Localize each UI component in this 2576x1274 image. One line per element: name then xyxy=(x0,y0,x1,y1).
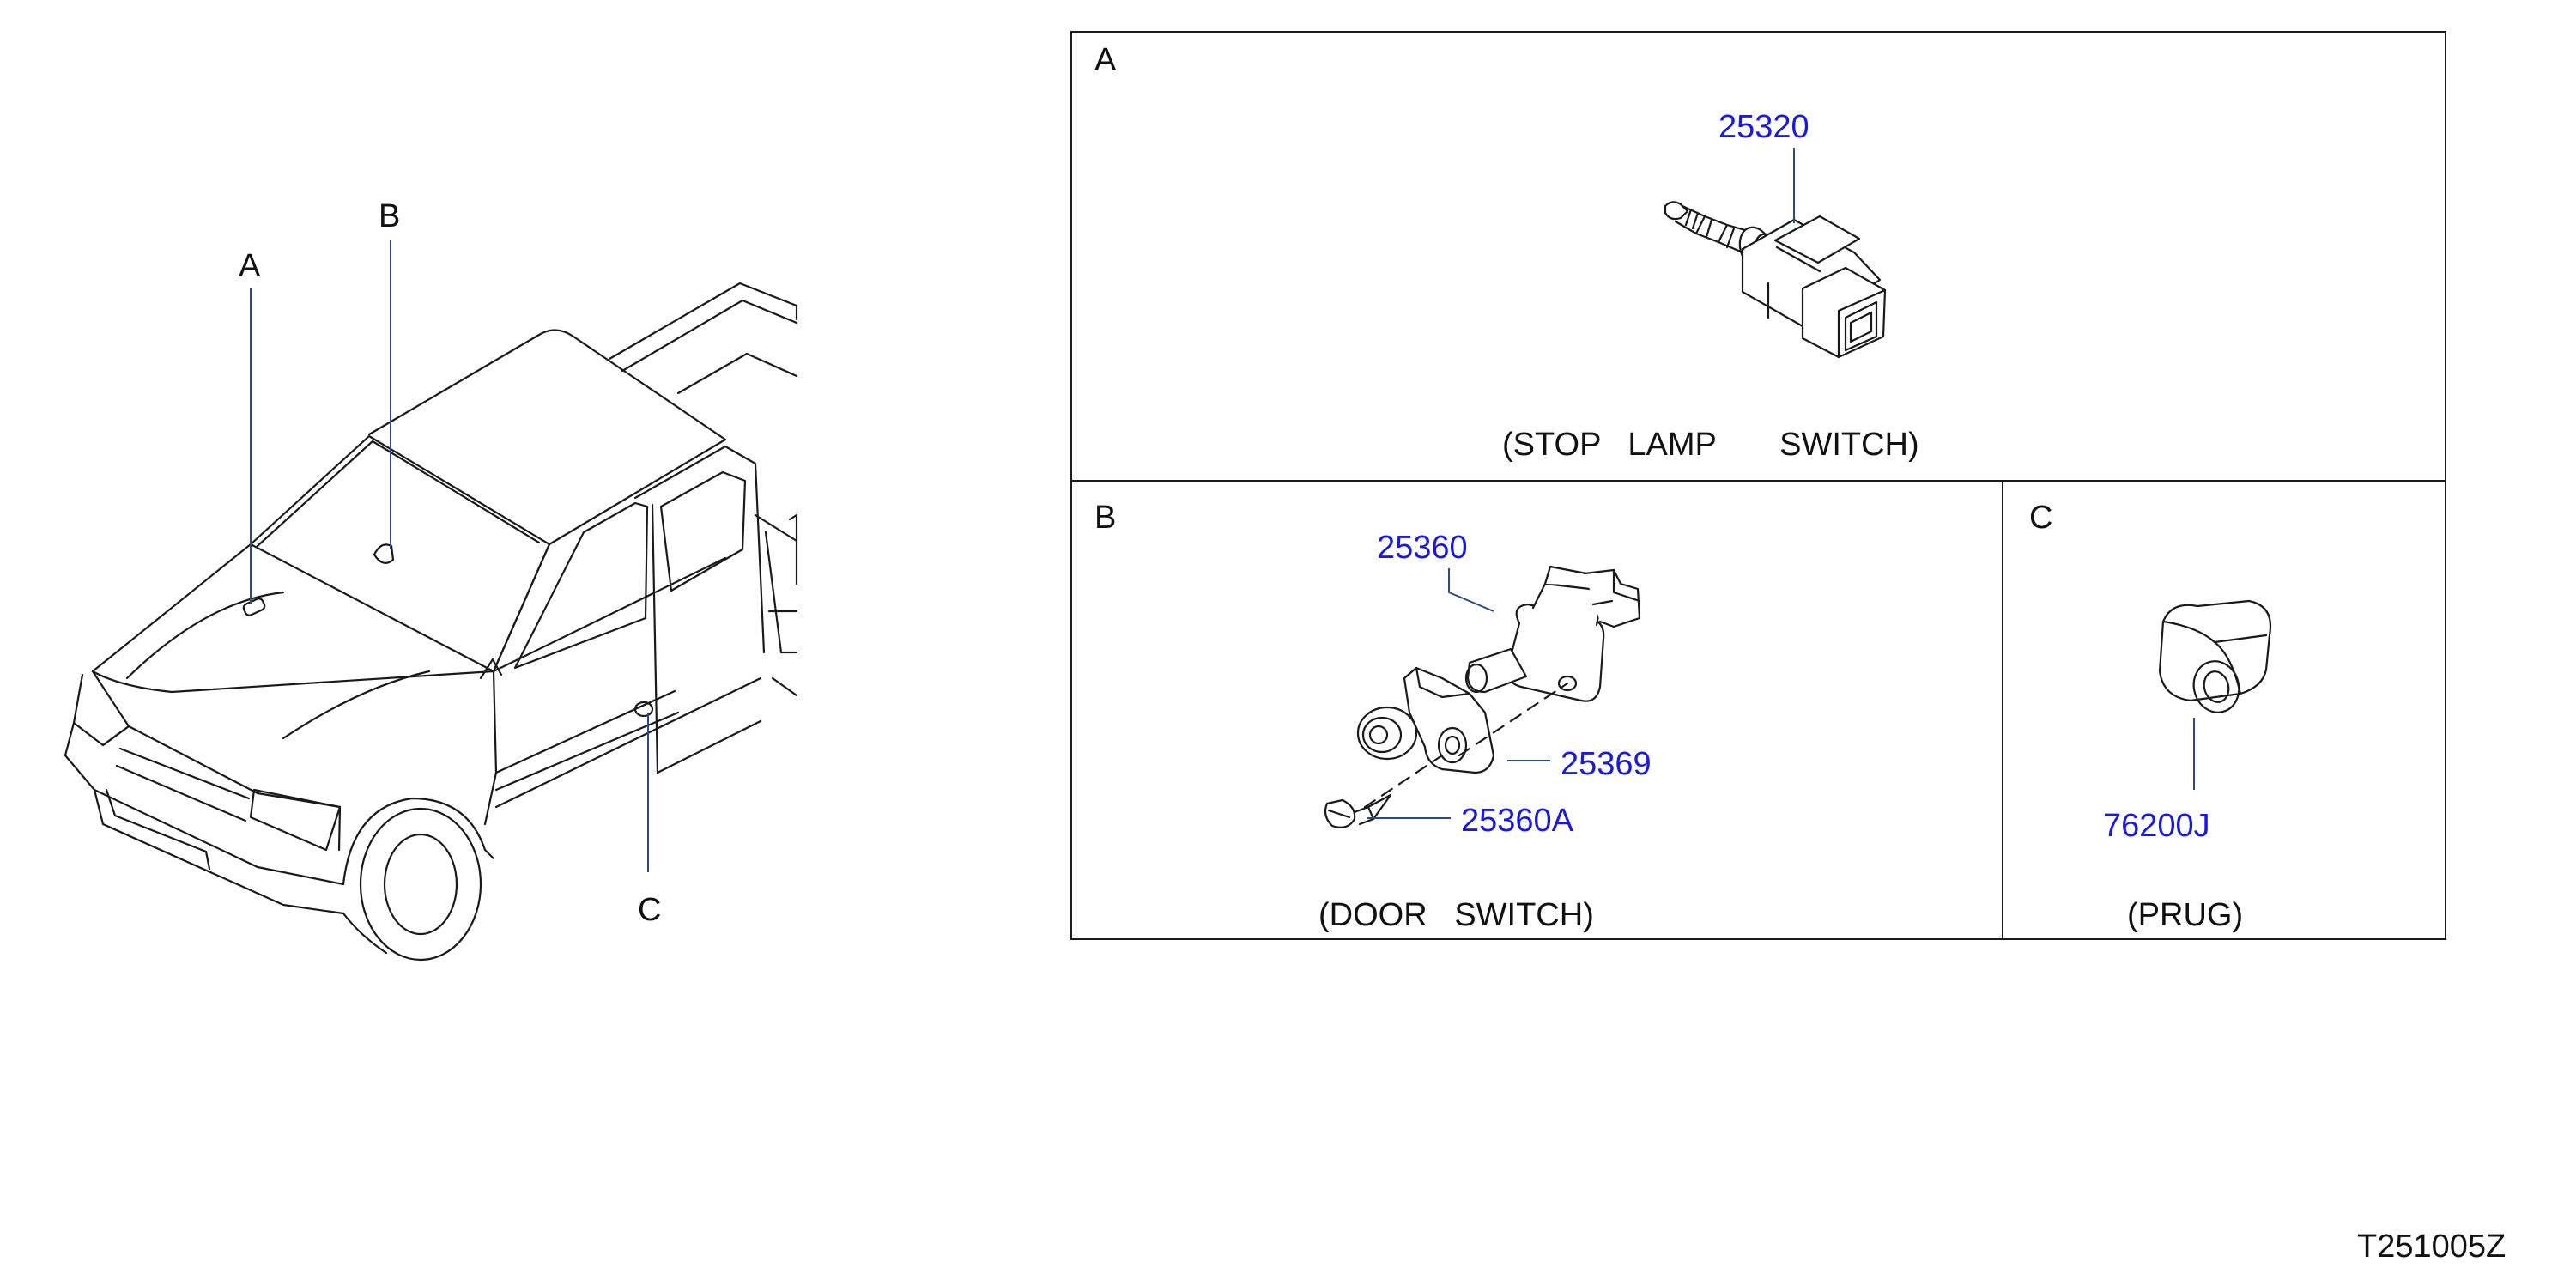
panel-b-frame xyxy=(1070,480,2003,940)
callout-b-label: B xyxy=(379,198,400,234)
panel-b-letter: B xyxy=(1094,500,1116,536)
stop-lamp-switch-illustration xyxy=(1664,201,1887,359)
panel-a-caption: (STOP LAMP SWITCH) xyxy=(1502,427,1919,463)
part-number-25360[interactable]: 25360 xyxy=(1377,530,1468,566)
part-25360-leader xyxy=(1448,568,1494,612)
panel-c-letter: C xyxy=(2029,500,2052,536)
panel-a-letter: A xyxy=(1094,42,1117,78)
part-number-25360a[interactable]: 25360A xyxy=(1461,803,1574,839)
panel-c-caption: (PRUG) xyxy=(2127,897,2243,933)
door-switch-illustration xyxy=(1324,565,1641,828)
callout-a-label: A xyxy=(239,248,261,284)
part-number-25320[interactable]: 25320 xyxy=(1718,109,1809,145)
figure-code: T251005Z xyxy=(2357,1228,2506,1265)
part-number-76200j[interactable]: 76200J xyxy=(2103,808,2210,844)
panel-c-frame xyxy=(2002,480,2446,940)
panel-b-caption: (DOOR SWITCH) xyxy=(1318,897,1594,933)
part-number-25369[interactable]: 25369 xyxy=(1561,746,1652,782)
truck-illustration xyxy=(64,282,798,962)
plug-illustration xyxy=(2158,599,2272,713)
callout-c-label: C xyxy=(638,892,661,928)
